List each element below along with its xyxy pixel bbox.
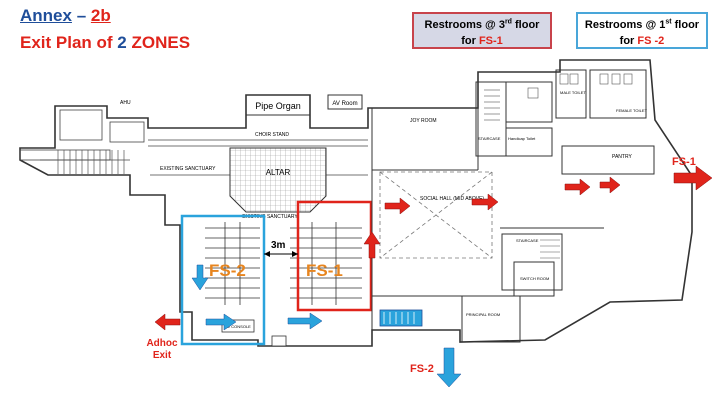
door-block [271, 335, 287, 347]
interior-walls [371, 69, 655, 343]
annex-dash: – [71, 6, 91, 25]
restroom-fs1-line2: for FS-1 [461, 35, 503, 47]
fs2-exit-doorway [379, 309, 423, 327]
joy-room-label: JOY ROOM [410, 118, 437, 124]
restroom-fs2-line2: for FS -2 [619, 35, 665, 47]
existing-sanctuary-label: EXISTING SANCTUARY [242, 214, 298, 220]
av-console-label: AV CONSOLE [225, 324, 251, 329]
staircase2-label: STAIRCASE [516, 238, 539, 243]
pipe-organ-box [245, 94, 311, 116]
annex-label: Annex [20, 6, 72, 25]
distance-arrow-right [292, 251, 298, 257]
av-room-label: AV Room [332, 101, 357, 107]
annex-title: Annex – 2b [20, 6, 111, 25]
stair-treads [484, 89, 560, 259]
distance-arrow-left [264, 251, 270, 257]
choir-stand-label: CHOIR STAND [255, 132, 289, 138]
fs2-arrow-right-2 [287, 312, 323, 330]
social-hall-diag2 [379, 171, 493, 259]
building-outline [19, 59, 693, 347]
fs1-arrow-right-1 [384, 197, 411, 215]
adhoc-exit-label-line1: Adhoc [146, 338, 178, 349]
restroom-fs1-line1: Restrooms @ 3rd floor [424, 18, 540, 31]
zone-fs1-box [296, 200, 373, 312]
toilet-stalls [527, 73, 633, 99]
staircase-label: STAIRCASE [478, 136, 501, 141]
fs1-arrow-up [363, 231, 381, 259]
pantry-label: PANTRY [612, 154, 632, 160]
distance-label: 3m [271, 240, 286, 251]
restroom-fs2-box: Restrooms @ 1st floor for FS -2 [576, 12, 708, 49]
plan-title: Exit Plan of 2 ZONES [20, 33, 190, 52]
fs2-doorway-stripes [383, 312, 415, 324]
pipe-organ-label: Pipe Organ [255, 101, 301, 111]
zone-fs2-box [180, 214, 266, 346]
fs1-arrow-right-4 [599, 176, 621, 194]
adhoc-exit-arrow [154, 313, 181, 331]
altar-area [229, 147, 327, 213]
fs2-exit-arrow [436, 347, 462, 388]
annex-number: 2b [90, 6, 111, 25]
restroom-fs1-box: Restrooms @ 3rd floor for FS-1 [412, 12, 552, 49]
principal-room-label: PRINCIPAL ROOM [466, 312, 500, 317]
fs1-arrow-right-3 [564, 178, 591, 196]
pews-upper-left [57, 150, 125, 174]
social-hall-box [379, 171, 493, 259]
ahu-label: AHU [120, 100, 131, 106]
altar-label: ALTAR [266, 168, 291, 177]
fs2-arrow-right-1 [205, 313, 237, 331]
restroom-fs2-line1: Restrooms @ 1st floor [584, 18, 700, 31]
zones-label: ZONES [126, 33, 191, 52]
sanctuary-upper [19, 109, 368, 176]
fs1-exit-arrow [673, 165, 713, 191]
plan-text: Exit Plan of [20, 33, 118, 52]
pews-fs2 [205, 222, 260, 305]
zone-fs1-label: FS-1 [306, 261, 343, 280]
handicap-toilet-label: Handicap Toilet [508, 136, 536, 141]
switch-room-label: SWITCH ROOM [520, 276, 549, 281]
fs2-exit-label: FS-2 [410, 363, 434, 375]
fs2-arrow-down [191, 264, 209, 291]
zone-fs2-label: FS-2 [209, 261, 246, 280]
social-hall-label: SOCIAL HALL (MID ABOVE) [420, 196, 484, 202]
pews-fs1 [290, 222, 362, 305]
fs1-arrow-right-2 [471, 193, 499, 211]
zone-count: 2 [117, 33, 127, 52]
male-toilet-label: MALE TOILET [560, 90, 586, 95]
adhoc-exit-label-line2: Exit [153, 350, 172, 361]
female-toilet-label: FEMALE TOILET [616, 108, 648, 113]
existing-sanctuary-top-label: EXISTING SANCTUARY [160, 166, 216, 172]
av-room-box [327, 94, 363, 110]
fs1-exit-label: FS-1 [672, 156, 696, 168]
